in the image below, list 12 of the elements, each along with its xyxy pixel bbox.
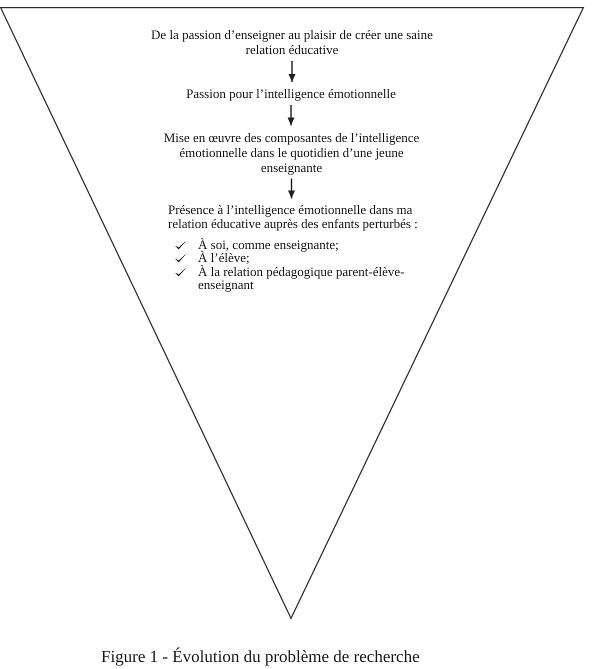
step-text: De la passion d’enseigner au plaisir de créer une saine relation éducative	[142, 23, 442, 61]
inverted-triangle	[0, 7, 584, 619]
figure-caption: Figure 1 - Évolution du problème de recherche	[101, 647, 420, 666]
step-text: Passion pour l’intelligence émotionnelle	[166, 82, 416, 105]
arrow	[288, 178, 295, 198]
step-text: Présence à l’intelligence émotionnelle dans ma relation éducative auprès des enfants perturbés :	[168, 202, 419, 232]
list-item-text: À l’élève;	[198, 251, 251, 264]
step-text: Mise en œuvre des composantes de l’intelligence émotionnelle dans le quotidien d’une jeune enseignante	[163, 126, 420, 178]
arrow	[288, 105, 294, 126]
arrow	[288, 61, 296, 82]
list-item-text: À la relation pédagogique parent-élève-enseignant	[198, 264, 406, 292]
list-item-text: À soi, comme enseignante;	[198, 238, 340, 251]
